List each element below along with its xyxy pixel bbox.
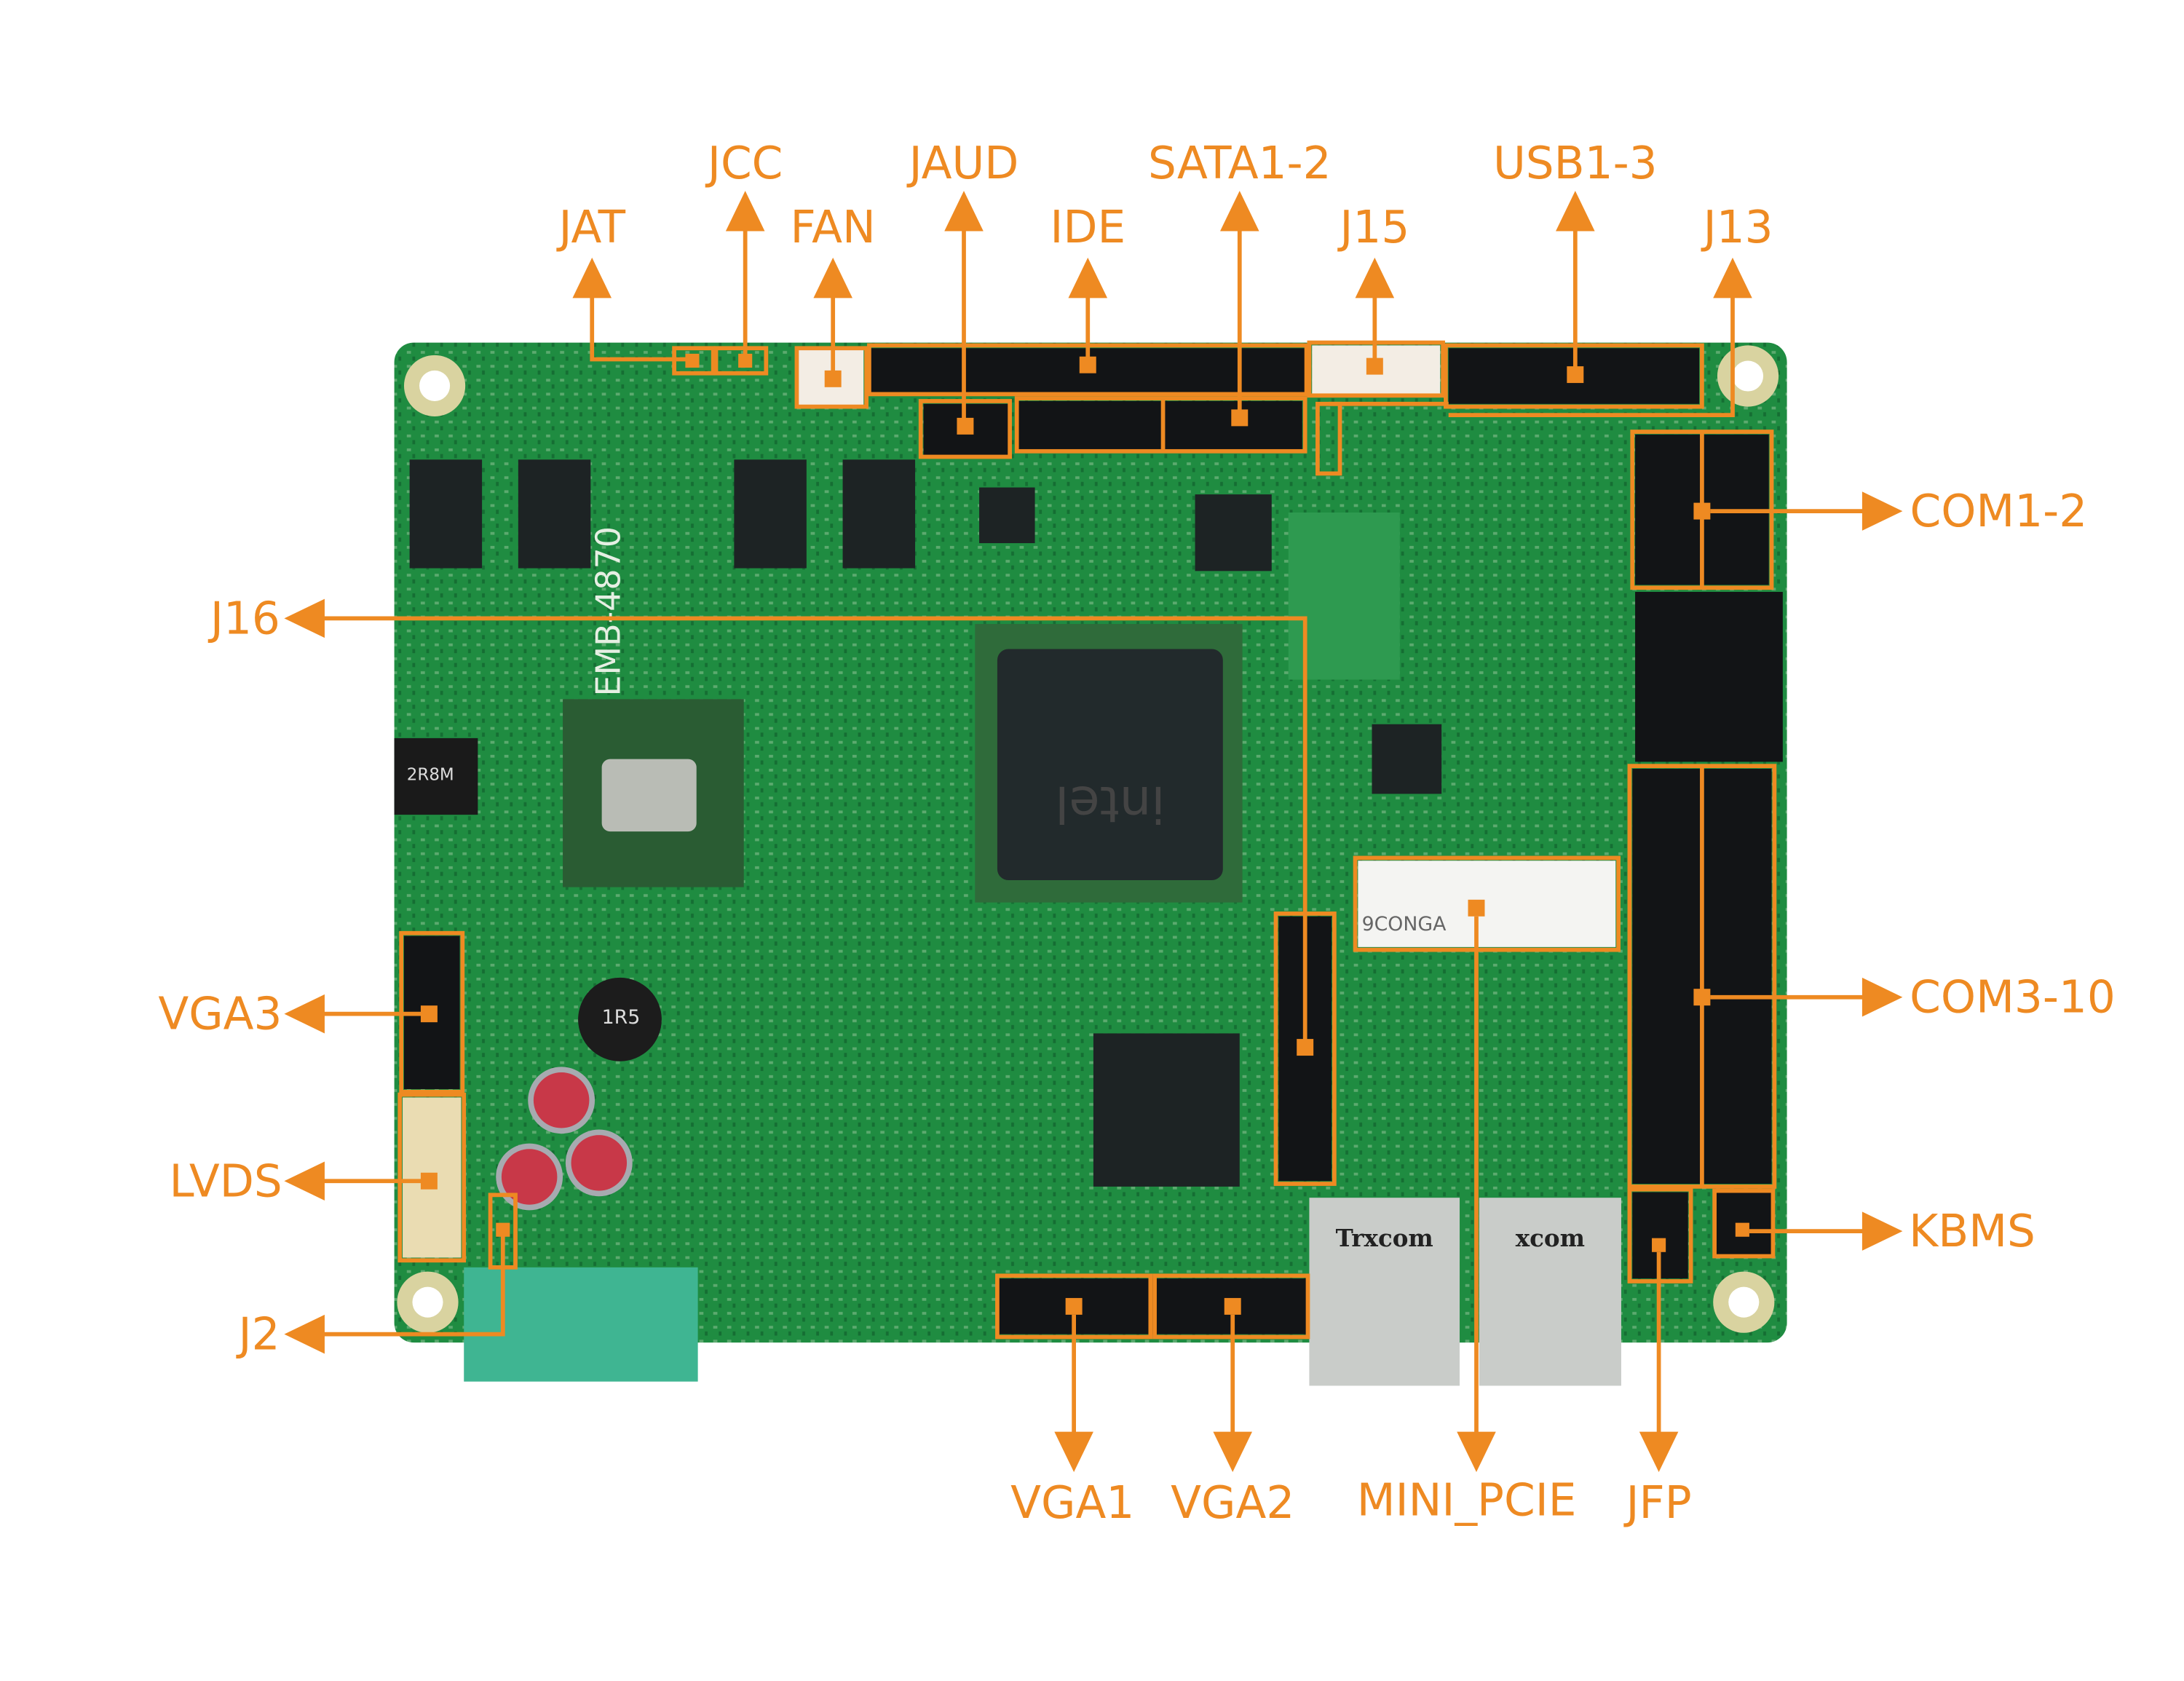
callout-vga1: VGA1	[995, 1273, 1153, 1529]
svg-text:Trxcom: Trxcom	[1336, 1224, 1433, 1252]
callout-lvds: LVDS	[170, 1092, 467, 1263]
svg-text:LVDS: LVDS	[170, 1155, 282, 1207]
callout-kbms: KBMS	[1712, 1188, 2035, 1259]
callout-jaud: JAUD	[906, 138, 1019, 459]
callout-jcc: JCC	[705, 138, 783, 376]
callout-com12: COM1-2	[1630, 430, 2088, 590]
callout-j16: J16	[207, 593, 1337, 1186]
callout-vga3: VGA3	[158, 930, 465, 1094]
callout-j15: J15	[1307, 202, 1449, 476]
circuit-board: intel 9CONGA Trx	[394, 342, 1787, 1386]
svg-text:JFP: JFP	[1623, 1477, 1692, 1529]
com-side-header	[1635, 592, 1783, 762]
svg-text:intel: intel	[1055, 775, 1165, 833]
callout-ide: IDE	[867, 202, 1309, 397]
svg-text:VGA3: VGA3	[158, 989, 282, 1040]
svg-text:KBMS: KBMS	[1909, 1206, 2035, 1257]
svg-text:1R5: 1R5	[602, 1006, 641, 1029]
sata-ports	[1016, 400, 1302, 450]
power-terminal	[464, 1267, 698, 1382]
cpu-intel: intel	[975, 624, 1243, 903]
mini-pcie-slot	[1358, 861, 1616, 947]
svg-text:2R8M: 2R8M	[407, 765, 454, 784]
svg-text:COM1-2: COM1-2	[1910, 486, 2088, 537]
callout-mini-pcie: MINI_PCIE	[1353, 855, 1621, 1526]
svg-text:EMB-4870: EMB-4870	[588, 526, 628, 697]
small-chip	[979, 487, 1035, 544]
callout-jat: JAT	[555, 202, 716, 376]
svg-text:xcom: xcom	[1516, 1224, 1585, 1252]
callout-vga2: VGA2	[1152, 1273, 1310, 1529]
callout-usb: USB1-3	[1444, 138, 1704, 409]
callout-com310: COM3-10	[1627, 764, 2116, 1189]
lan-jacks: Trxcom xcom	[1309, 1198, 1621, 1386]
mini-pcie-marking: 9CONGA	[1362, 913, 1447, 936]
callout-fan: FAN	[791, 202, 876, 409]
svg-text:J15: J15	[1337, 202, 1409, 253]
svg-text:VGA1: VGA1	[1010, 1477, 1134, 1529]
svg-text:FAN: FAN	[791, 202, 876, 253]
callout-sata: SATA1-2	[1014, 138, 1332, 454]
capacitors	[394, 737, 662, 1211]
callout-j13: J13	[1448, 202, 1773, 417]
svg-text:J16: J16	[207, 593, 280, 644]
svg-text:JAUD: JAUD	[906, 138, 1019, 189]
callout-jfp: JFP	[1623, 1187, 1693, 1529]
svg-text:MINI_PCIE: MINI_PCIE	[1357, 1474, 1577, 1526]
svg-text:JAT: JAT	[555, 202, 625, 253]
svg-text:JCC: JCC	[705, 138, 783, 189]
small-chip	[1372, 724, 1442, 794]
svg-text:J13: J13	[1701, 202, 1773, 253]
memory-chips	[409, 459, 916, 569]
svg-text:COM3-10: COM3-10	[1910, 972, 2116, 1024]
svg-text:IDE: IDE	[1050, 202, 1125, 253]
svg-text:SATA1-2: SATA1-2	[1148, 138, 1332, 189]
io-chip	[1093, 1033, 1240, 1187]
svg-text:VGA2: VGA2	[1171, 1477, 1294, 1529]
svg-text:J2: J2	[236, 1309, 280, 1361]
small-chip	[1195, 494, 1272, 571]
callout-j2: J2	[236, 1192, 518, 1361]
chipset	[563, 699, 744, 887]
svg-text:USB1-3: USB1-3	[1493, 138, 1658, 189]
